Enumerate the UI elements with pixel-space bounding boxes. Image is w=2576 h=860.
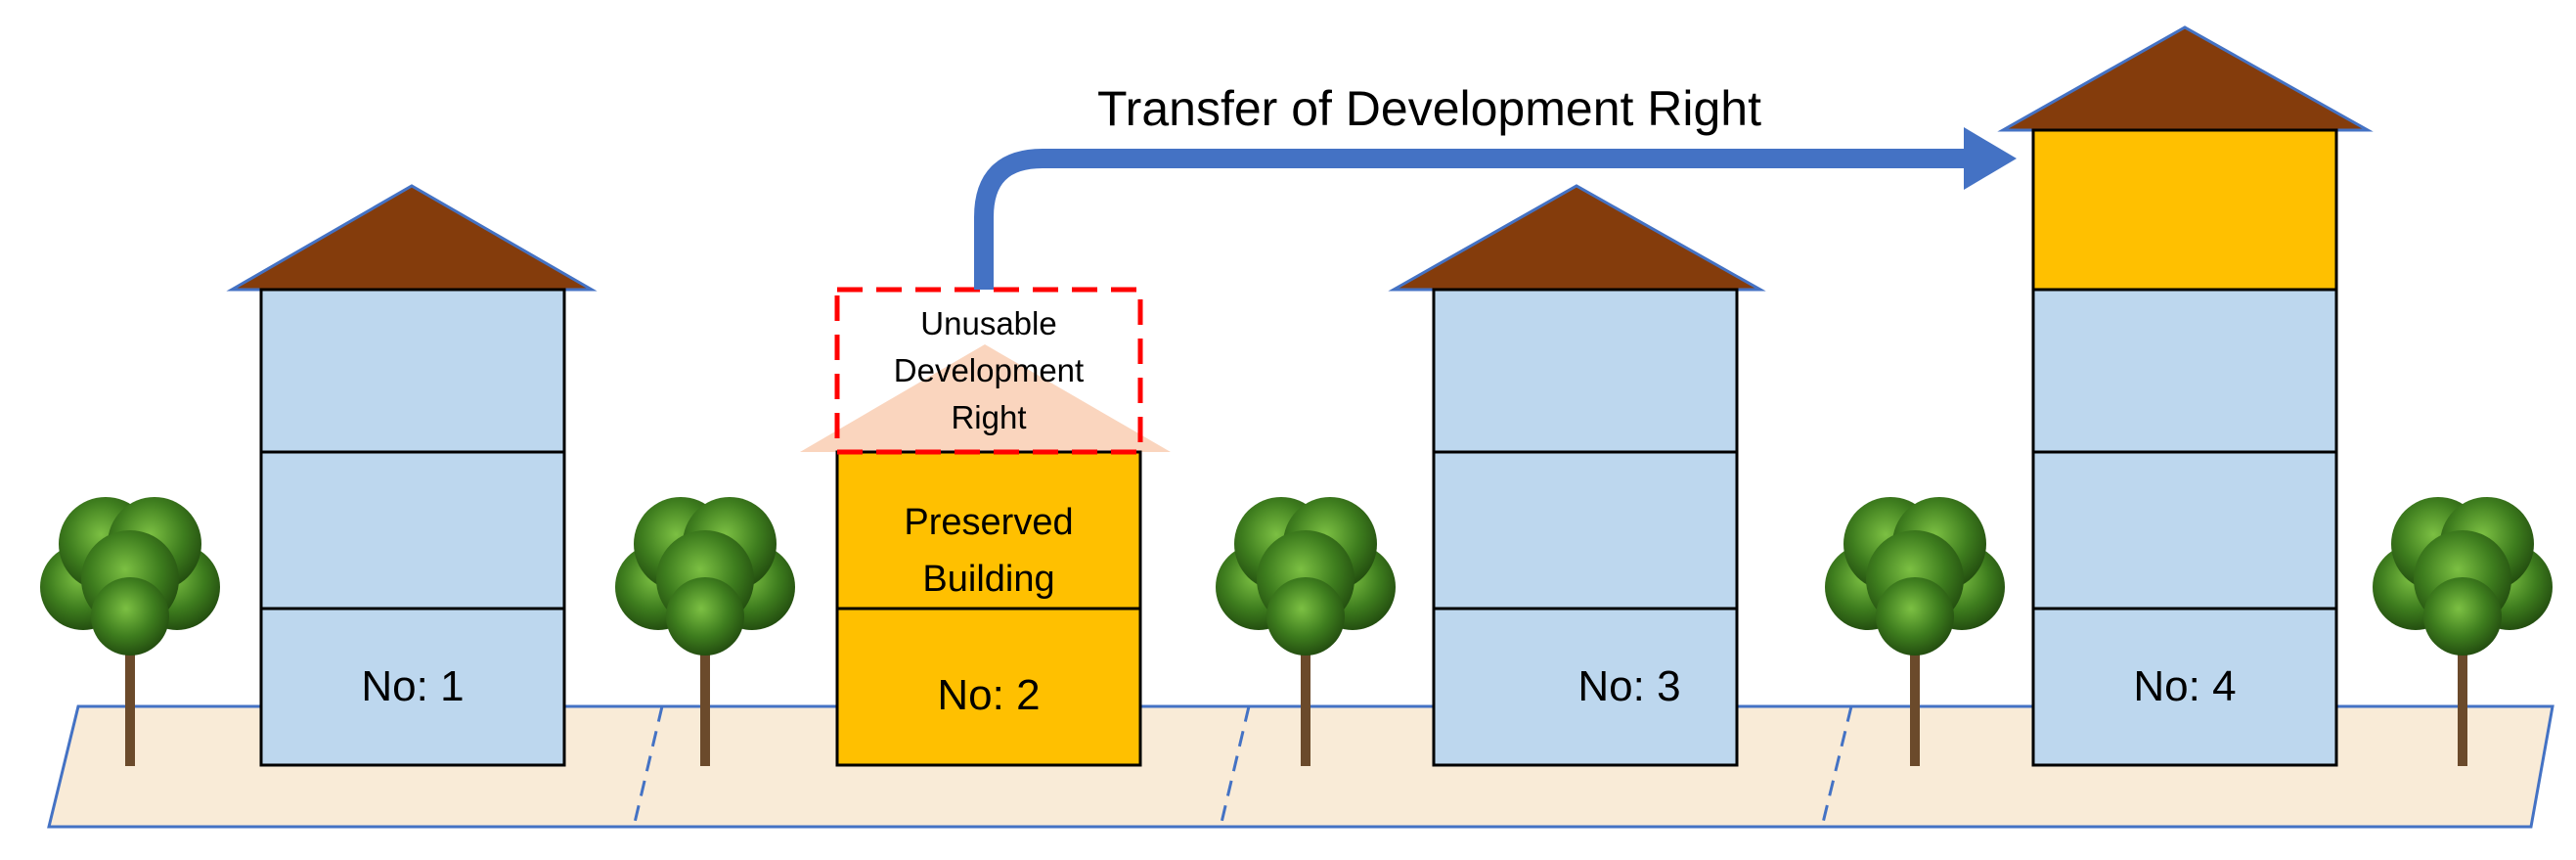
- tree-foliage: [91, 577, 169, 656]
- floor: [2031, 288, 2338, 454]
- floor: [2031, 607, 2338, 767]
- building-label: No: 1: [361, 662, 464, 710]
- building-label: No: 2: [937, 671, 1040, 719]
- tree-foliage: [1876, 577, 1954, 656]
- tree: [40, 497, 220, 766]
- floor: [2031, 128, 2338, 292]
- building-3: No: 3: [1388, 184, 1766, 767]
- tree-foliage: [666, 577, 744, 656]
- building-label: No: 3: [1577, 662, 1680, 710]
- unusable-development-right: Unusable Development Right: [834, 287, 1143, 455]
- diagram-title: Transfer of Development Right: [1097, 81, 1761, 136]
- building-2-preserved: Preserved Building No: 2: [800, 344, 1171, 767]
- unusable-label: Unusable: [920, 305, 1056, 341]
- floor: [259, 288, 566, 454]
- tree-trunk: [2458, 607, 2467, 766]
- lot-divider: [1820, 705, 1853, 828]
- arrow-head: [1964, 127, 2017, 190]
- tree-trunk: [125, 607, 135, 766]
- arrow-shaft: [974, 149, 1966, 290]
- floor: [835, 450, 1142, 611]
- floor: [835, 607, 1142, 767]
- floor: [1432, 607, 1739, 767]
- tree-trunk: [700, 607, 710, 766]
- tree-trunk: [1301, 607, 1310, 766]
- lot-divider: [1219, 705, 1251, 828]
- floor: [259, 450, 566, 611]
- roof: [226, 184, 598, 292]
- tree: [1825, 497, 2005, 766]
- preserved-label: Preserved: [904, 502, 1073, 543]
- building-label: No: 4: [2133, 662, 2236, 710]
- transfer-arrow: [974, 127, 2017, 290]
- tree-foliage: [2423, 577, 2502, 656]
- preserved-label: Building: [922, 559, 1054, 600]
- tree: [1216, 497, 1396, 766]
- floor: [2031, 450, 2338, 611]
- floor: [259, 607, 566, 767]
- roof: [1997, 25, 2374, 132]
- tree-trunk: [1910, 607, 1920, 766]
- building-1: No: 1: [226, 184, 598, 767]
- ghost-roof: [800, 344, 1171, 452]
- tree: [615, 497, 795, 766]
- unusable-label: Development: [894, 352, 1084, 388]
- building-4-receiving: No: 4: [1997, 25, 2374, 767]
- roof: [1388, 184, 1766, 292]
- lot-divider: [632, 705, 664, 828]
- floor: [1432, 450, 1739, 611]
- tree: [2373, 497, 2553, 766]
- unusable-label: Right: [951, 399, 1026, 435]
- floor: [1432, 288, 1739, 454]
- tree-foliage: [1266, 577, 1345, 656]
